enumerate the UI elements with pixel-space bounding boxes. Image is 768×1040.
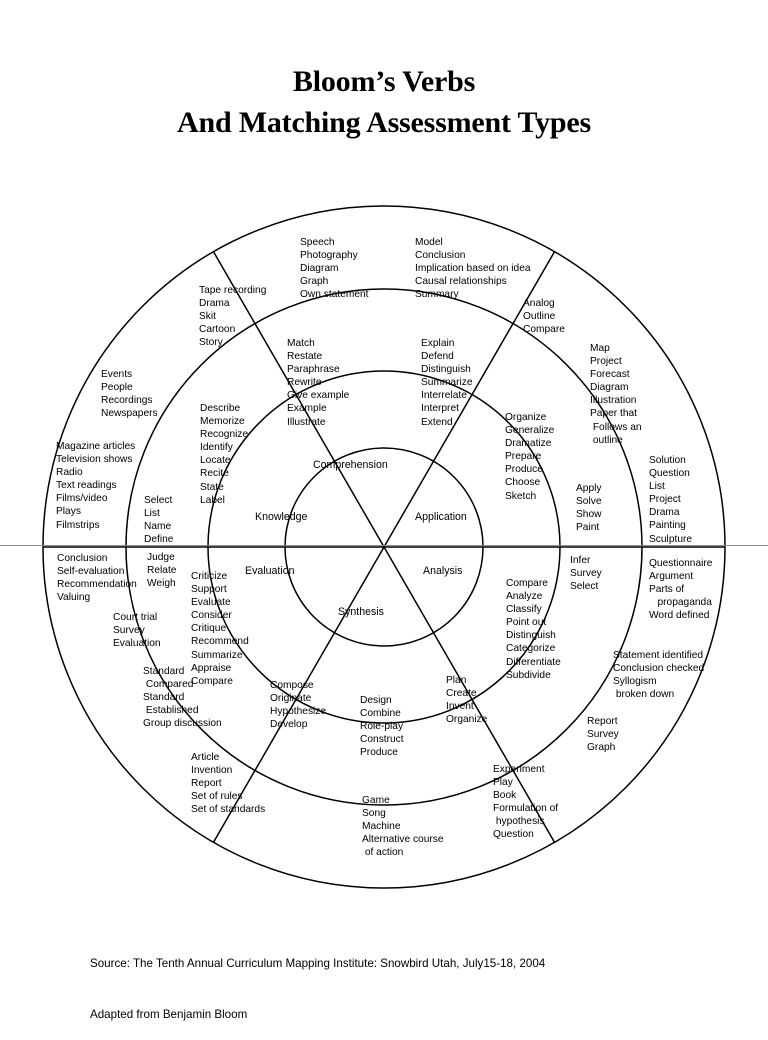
verbs-knowledge-secondary: Select List Name Define	[144, 495, 174, 546]
blooms-taxonomy-wheel: Knowledge Comprehension Application Anal…	[42, 205, 726, 889]
assessment-evaluation-bottom: Article Invention Report Set of rules Se…	[191, 752, 266, 816]
assessment-outer-synthesis: Report Survey Graph	[587, 716, 619, 754]
verbs-synthesis-tertiary: Compose Originate Hypothesize Develop	[270, 680, 327, 731]
verbs-synthesis-secondary: Design Combine Role-play Construct Produ…	[360, 695, 404, 759]
page-fold-line	[0, 545, 768, 546]
assessment-evaluation-left-secondary: Standard Compared Standard Established G…	[143, 666, 222, 730]
verbs-evaluation-secondary: Judge Relate Weigh	[147, 552, 177, 590]
verbs-application: Organize Generalize Dramatize Prepare Pr…	[505, 412, 555, 502]
sector-dividers	[43, 251, 725, 843]
core-label-evaluation: Evaluation	[245, 565, 295, 577]
verbs-comprehension-secondary: Explain Defend Distinguish Summarize Int…	[421, 338, 473, 428]
title-line-2: And Matching Assessment Types	[177, 105, 591, 139]
assessment-evaluation-left: Court trial Survey Evaluation	[113, 612, 161, 650]
verbs-evaluation: Criticize Support Evaluate Consider Crit…	[191, 571, 249, 687]
core-label-knowledge: Knowledge	[255, 511, 308, 523]
verbs-application-secondary: Apply Solve Show Paint	[576, 483, 602, 534]
assessment-comprehension-top: Speech Photography Diagram Graph Own sta…	[300, 237, 369, 301]
verbs-analysis-secondary: Compare Analyze Classify Point out Disti…	[506, 578, 561, 681]
page-title: Bloom’s Verbs And Matching Assessment Ty…	[0, 62, 768, 144]
core-label-analysis: Analysis	[423, 565, 463, 577]
title-line-1: Bloom’s Verbs	[292, 65, 476, 98]
assessment-application-top: Model Conclusion Implication based on id…	[415, 237, 531, 301]
core-label-application: Application	[415, 511, 467, 523]
verbs-knowledge: Describe Memorize Recognize Identify Loc…	[200, 403, 249, 506]
core-label-comprehension: Comprehension	[313, 459, 388, 471]
assessment-outer-evaluation: Conclusion Self-evaluation Recommendatio…	[57, 553, 137, 604]
assessment-synthesis-right: Experiment Play Book Formulation of hypo…	[493, 764, 559, 841]
assessment-synthesis-bottom: Game Song Machine Alternative course of …	[362, 795, 444, 859]
core-label-synthesis: Synthesis	[338, 606, 384, 618]
divider-120	[212, 251, 556, 843]
verbs-comprehension: Match Restate Paraphrase Rewrite Give ex…	[287, 338, 350, 428]
assessment-analysis-right: Map Project Forecast Diagram Illustratio…	[590, 343, 642, 446]
assessment-outer-analysis-secondary: Statement identified Conclusion checked …	[613, 650, 705, 701]
adapted-line: Adapted from Benjamin Bloom	[90, 1008, 248, 1021]
source-line: Source: The Tenth Annual Curriculum Mapp…	[90, 957, 546, 970]
wheel-geometry	[42, 205, 726, 889]
assessment-application-right: Analog Outline Compare	[523, 298, 565, 336]
assessment-knowledge-left: Events People Recordings Newspapers	[101, 369, 158, 420]
source-footer: Source: The Tenth Annual Curriculum Mapp…	[90, 921, 545, 1040]
assessment-outer-knowledge: Magazine articles Television shows Radio…	[56, 441, 136, 531]
assessment-outer-analysis: Questionnaire Argument Parts of propagan…	[649, 558, 713, 622]
verbs-synthesis: Plan Create Invent Organize	[446, 675, 488, 726]
verbs-analysis: Infer Survey Select	[570, 555, 602, 593]
assessment-outer-application: Solution Question List Project Drama Pai…	[649, 455, 693, 545]
assessment-knowledge-top: Tape recording Drama Skit Cartoon Story	[199, 285, 267, 349]
